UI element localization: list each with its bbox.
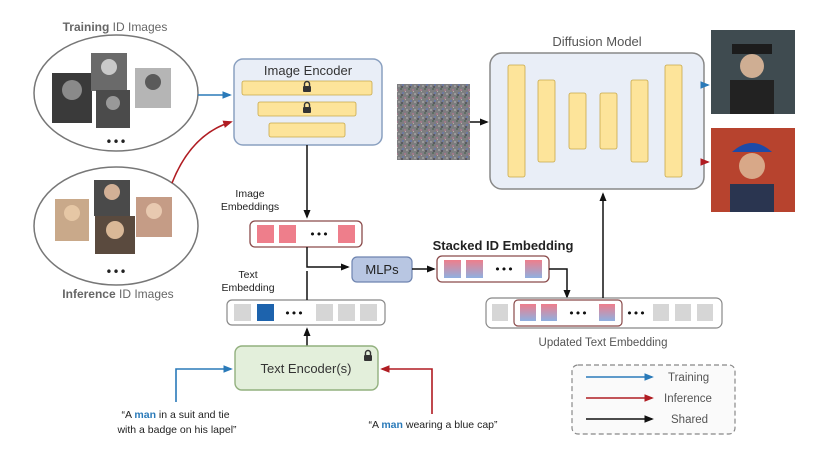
image-embed-token [338, 225, 355, 243]
text-token [234, 304, 251, 321]
unet-block [568, 92, 587, 150]
diffusion-model-label: Diffusion Model [552, 34, 641, 49]
updated-text-token [675, 304, 691, 321]
noise-image [397, 84, 470, 160]
training-photos [52, 53, 171, 128]
inference-ellipsis: ••• [105, 265, 126, 279]
unet-block [599, 92, 618, 150]
inference-photos [55, 180, 172, 254]
unet-block [630, 79, 649, 163]
legend-training-label: Training [668, 372, 709, 384]
mlps-label: MLPs [365, 262, 399, 277]
updated-text-embedding-label: Updated Text Embedding [539, 337, 668, 349]
stacked-ellipsis: ••• [494, 263, 513, 276]
updated-text-token [653, 304, 669, 321]
unet-block [664, 64, 683, 178]
inference-caption: “A man wearing a blue cap” [369, 419, 498, 431]
training-caption: “A man in a suit and tie with a badge on… [116, 409, 237, 436]
stacked-id-title: Stacked ID Embedding [433, 238, 574, 253]
updated-text-token [492, 304, 508, 321]
updated-text-token [697, 304, 713, 321]
image-embeddings-box [249, 220, 363, 248]
text-token [316, 304, 333, 321]
inference-output-photo [711, 128, 795, 212]
updated-ellipsis-inner: ••• [568, 307, 587, 320]
text-encoder-label: Text Encoder(s) [260, 361, 351, 376]
arrow-stacked-to-updated [549, 268, 571, 299]
training-output-photo [711, 30, 795, 114]
training-caption-arrow [175, 365, 233, 402]
updated-stacked-token [599, 304, 615, 321]
inference-title: Inference ID Images [62, 287, 173, 301]
text-embed-ellipsis: ••• [284, 307, 303, 320]
training-ellipsis: ••• [105, 135, 126, 149]
stacked-token [525, 260, 542, 278]
legend-inference-label: Inference [664, 393, 712, 405]
encoder-layer-3 [268, 122, 346, 138]
inference-caption-arrow [380, 365, 433, 414]
updated-stacked-token [541, 304, 557, 321]
text-encoder-box [234, 345, 379, 391]
text-token-man [257, 304, 274, 321]
image-embed-token [279, 225, 296, 243]
updated-stacked-token [520, 304, 536, 321]
arrow-embeddings-to-mlps [306, 247, 350, 271]
text-token [360, 304, 377, 321]
stacked-token [466, 260, 483, 278]
inference-arrow-to-encoder [171, 120, 233, 184]
image-embed-token [257, 225, 274, 243]
training-title: Training ID Images [63, 20, 168, 34]
unet-block [537, 79, 556, 163]
stacked-token [444, 260, 461, 278]
updated-ellipsis-outer: ••• [626, 307, 645, 320]
image-encoder-label: Image Encoder [264, 63, 353, 78]
legend-shared-label: Shared [671, 414, 708, 426]
text-token [338, 304, 355, 321]
image-embed-ellipsis: ••• [309, 228, 328, 241]
unet-block [507, 64, 526, 178]
